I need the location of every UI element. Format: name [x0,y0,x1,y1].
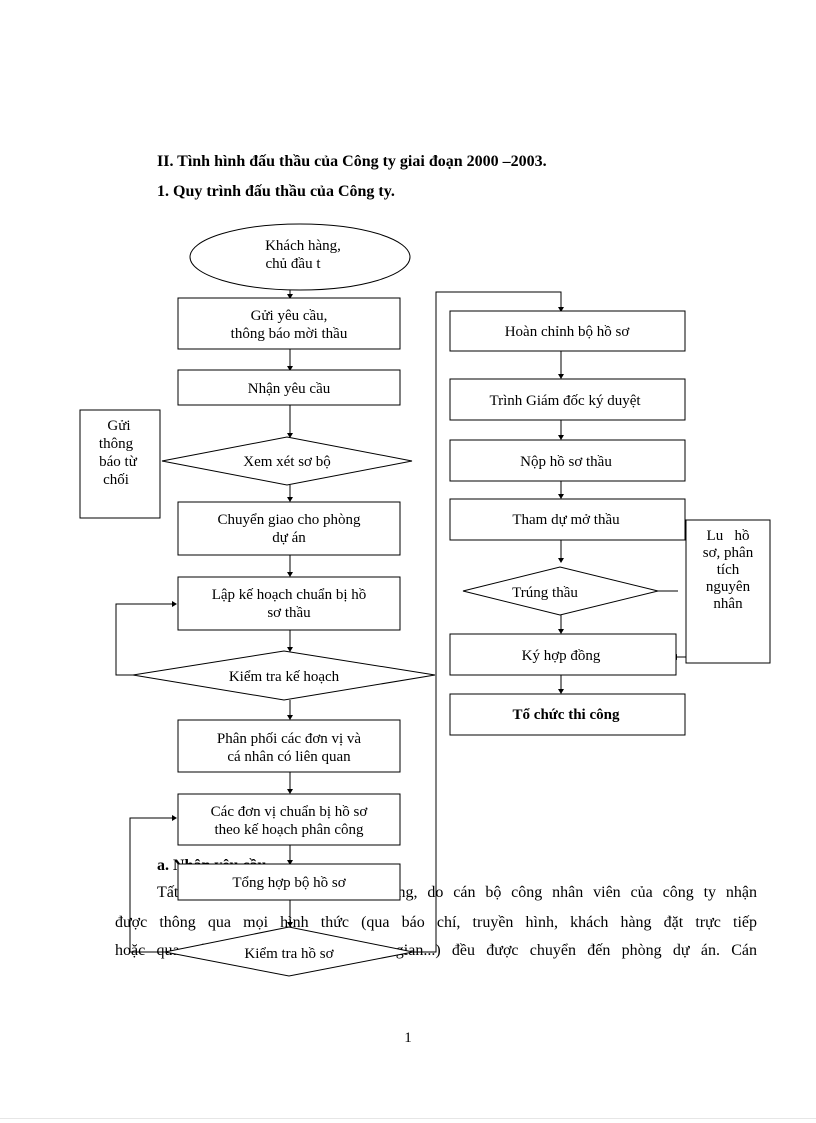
svg-text:sơ, phân: sơ, phân [703,545,754,561]
svg-text:nhân: nhân [713,596,743,612]
svg-text:Xem xét sơ bộ: Xem xét sơ bộ [243,454,331,470]
svg-text:theo kế hoạch phân công: theo kế hoạch phân công [214,822,364,838]
node-send-rejection: Gửi thông báo từ chối [79,409,161,519]
node-sign-contract: Ký hợp đồng [449,633,677,676]
svg-text:Kiểm tra kế hoạch: Kiểm tra kế hoạch [229,669,340,685]
svg-text:Chuyển giao cho phòng: Chuyển giao cho phòng [218,512,361,528]
svg-text:Phân phối các đơn vị và: Phân phối các đơn vị và [217,731,361,747]
svg-text:Kiểm tra hồ sơ: Kiểm tra hồ sơ [244,946,334,962]
svg-text:Gửi: Gửi [107,418,130,434]
svg-text:báo từ: báo từ [99,454,138,470]
node-customer: Khách hàng, chủ đầu t [189,223,411,291]
svg-text:Trình Giám đốc ký duyệt: Trình Giám đốc ký duyệt [489,393,641,409]
node-complete-dossier: Hoàn chỉnh bộ hồ sơ [449,310,686,352]
node-send-request: Gửi yêu cầu, thông báo mời thầu [177,297,401,350]
svg-text:chối: chối [103,472,129,488]
section-title: II. Tình hình đấu thầu của Công ty giai … [157,153,547,170]
svg-text:Các đơn vị chuẩn bị hồ sơ: Các đơn vị chuẩn bị hồ sơ [211,804,369,820]
node-archive-analyse: Lu hồ sơ, phân tích nguyên nhân [685,519,771,664]
svg-text:Trúng thầu: Trúng thầu [512,585,578,601]
node-units-prepare: Các đơn vị chuẩn bị hồ sơ theo kế hoạch … [177,793,401,846]
node-check-dossier: Kiểm tra hồ sơ [164,926,414,977]
node-preliminary-review: Xem xét sơ bộ [161,436,413,486]
svg-text:Lập kế hoạch chuẩn bị hồ: Lập kế hoạch chuẩn bị hồ [212,587,367,603]
subsection-title: 1. Quy trình đấu thầu của Công ty. [157,183,395,200]
node-check-plan: Kiểm tra kế hoạch [132,650,436,701]
svg-text:thông: thông [99,436,134,452]
svg-text:Tham dự mở thầu: Tham dự mở thầu [512,512,620,528]
svg-text:Nhận yêu cầu: Nhận yêu cầu [248,381,331,397]
node-distribute-units: Phân phối các đơn vị và cá nhân có liên … [177,719,401,773]
node-director-approval: Trình Giám đốc ký duyệt [449,378,686,421]
svg-text:Hoàn chỉnh bộ hồ sơ: Hoàn chỉnh bộ hồ sơ [505,324,631,340]
node-receive-request: Nhận yêu cầu [177,369,401,406]
svg-text:Tổng hợp bộ hồ sơ: Tổng hợp bộ hồ sơ [232,875,346,891]
svg-text:cá nhân có liên quan: cá nhân có liên quan [227,749,351,765]
node-prepare-plan: Lập kế hoạch chuẩn bị hồ sơ thầu [177,576,401,631]
svg-text:tích: tích [717,562,740,578]
page-bottom-rule [0,1118,816,1119]
node-win-bid: Trúng thầu [462,566,659,616]
node-submit-bid: Nộp hồ sơ thầu [449,439,686,482]
svg-text:thông báo mời thầu: thông báo mời thầu [231,326,348,342]
page-number: 1 [404,1030,412,1046]
node-bid-opening: Tham dự mở thầu [449,498,686,541]
svg-text:chủ đầu t: chủ đầu t [266,256,322,272]
svg-text:sơ thầu: sơ thầu [267,605,311,621]
svg-text:Lu hồ: Lu hồ [707,528,750,544]
svg-text:dự án: dự án [272,530,306,546]
svg-text:Khách hàng,: Khách hàng, [265,238,341,254]
node-transfer-to-project-dept: Chuyển giao cho phòng dự án [177,501,401,556]
svg-text:Ký hợp đồng: Ký hợp đồng [522,648,601,664]
node-organize-construction: Tổ chức thi công [449,693,686,736]
node-compile-dossier: Tổng hợp bộ hồ sơ [177,863,401,901]
svg-text:Nộp hồ sơ thầu: Nộp hồ sơ thầu [520,454,612,470]
svg-text:Tổ chức thi công: Tổ chức thi công [513,707,620,723]
svg-text:Gửi yêu cầu,: Gửi yêu cầu, [251,308,328,324]
svg-text:nguyên: nguyên [706,579,751,595]
